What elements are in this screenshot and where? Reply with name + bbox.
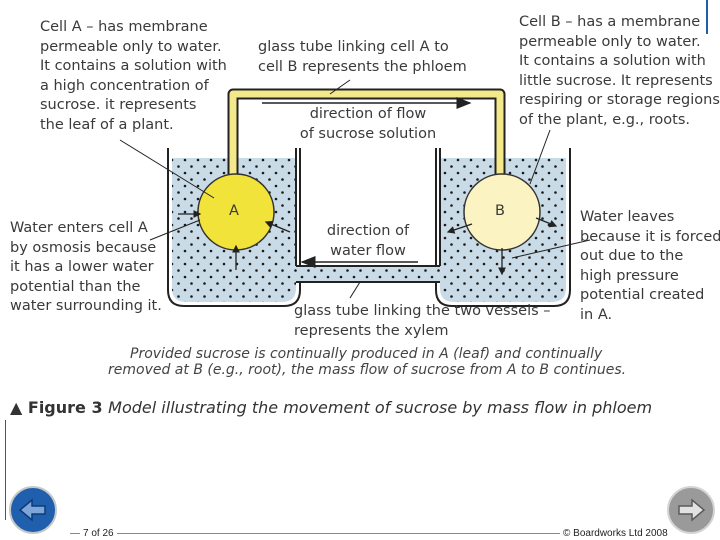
xylem-tube: [295, 148, 441, 283]
top-right-frame-line: [706, 0, 708, 34]
copyright: © Boardworks Ltd 2008: [560, 528, 671, 539]
xylem-tube-label: glass tube linking the two vessels –repr…: [294, 303, 551, 339]
footer-line: [70, 533, 660, 534]
left-arrow-icon: [18, 498, 46, 522]
cell-a-letter: A: [229, 203, 239, 219]
caption-title: Model illustrating the movement of sucro…: [108, 398, 653, 417]
caption-marker: ▲: [10, 398, 23, 417]
left-frame-line: [5, 420, 6, 520]
previous-slide-button[interactable]: [9, 486, 57, 534]
cell-b-letter: B: [495, 203, 505, 219]
osmosis-arrows: [178, 210, 558, 276]
next-slide-button[interactable]: [667, 486, 715, 534]
caption-figure: Figure 3: [27, 398, 103, 417]
right-arrow-icon: [678, 498, 706, 522]
phloem-tube: [227, 88, 506, 190]
figure-caption: ▲ Figure 3 Model illustrating the moveme…: [10, 398, 652, 417]
page-number: 7 of 26: [80, 528, 117, 539]
mass-flow-note: Provided sucrose is continually produced…: [108, 346, 627, 378]
label-pointers: [119, 79, 591, 299]
